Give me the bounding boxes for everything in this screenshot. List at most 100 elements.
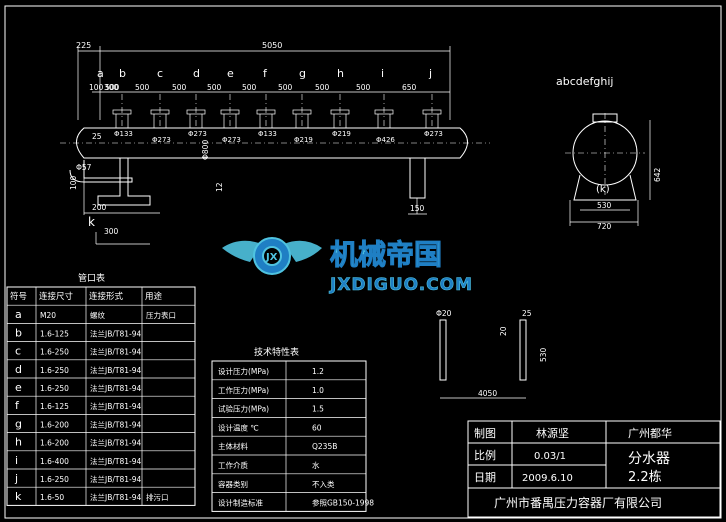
nozzle-diameter: Φ133 xyxy=(114,130,133,138)
nozzle-flange xyxy=(150,109,170,115)
nozzle-pitch: 500 xyxy=(356,83,371,92)
table-cell: 法兰JB/T81-94 xyxy=(90,365,141,375)
table-cell: 排污口 xyxy=(146,492,169,502)
table-cell: 1.6-250 xyxy=(40,348,69,357)
table-cell: 法兰JB/T81-94 xyxy=(90,401,141,411)
spec-value: Q235B xyxy=(312,442,337,451)
dim-total-length: 5050 xyxy=(262,41,282,50)
table-cell: 1.6-250 xyxy=(40,384,69,393)
nozzle-flange xyxy=(330,109,350,115)
nozzle-pipe xyxy=(189,114,203,128)
table-cell: 法兰JB/T81-94 xyxy=(90,328,141,338)
dim-25s: 25 xyxy=(522,309,532,318)
nozzle-pipe xyxy=(425,114,439,128)
tb-date: 2009.6.10 xyxy=(522,473,573,484)
table-header: 符号 xyxy=(10,291,27,302)
spec-table: 技术特性表 设计压力(MPa)1.2工作压力(MPa)1.0试验压力(MPa)1… xyxy=(211,346,374,512)
spec-label: 设计压力(MPa) xyxy=(218,366,269,376)
dim-first-pitch-b: 300 xyxy=(104,83,119,92)
tb-scale-label: 比例 xyxy=(474,448,496,462)
nozzle-pitch: 650 xyxy=(402,83,417,92)
dim-first-pitch: 100 xyxy=(89,83,104,92)
nozzle-pitch: 500 xyxy=(135,83,150,92)
tb-client: 广州都华 xyxy=(628,426,672,440)
table-cell: 法兰JB/T81-94 xyxy=(90,383,141,393)
tb-product: 分水器 xyxy=(628,451,670,467)
nozzle-pitch: 500 xyxy=(315,83,330,92)
table-cell: 1.6-250 xyxy=(40,366,69,375)
end-view: abcdefghij (k) 530 720 642 xyxy=(556,75,662,231)
table-header: 连接尺寸 xyxy=(39,291,74,302)
spec-label: 设计温度 ℃ xyxy=(218,422,259,432)
nozzle-diameter: Φ273 xyxy=(152,136,171,144)
table-cell: d xyxy=(15,363,22,376)
dim-200: 200 xyxy=(92,203,107,212)
nozzle-diameter: Φ273 xyxy=(188,130,207,138)
nozzle-diameter: Φ426 xyxy=(376,136,395,144)
spec-label: 工作压力(MPa) xyxy=(218,385,269,395)
spec-value: 1.0 xyxy=(312,386,324,395)
table-cell: e xyxy=(15,381,22,394)
dim-300: 300 xyxy=(104,227,119,236)
dim-530s: 530 xyxy=(539,347,548,362)
spec-label: 主体材料 xyxy=(218,441,248,451)
nozzle-flange xyxy=(422,109,442,115)
nozzle-pitch: 500 xyxy=(105,83,120,92)
table-cell: 1.6-125 xyxy=(40,329,69,338)
nozzle-pipe xyxy=(295,114,309,128)
table-cell: 法兰JB/T81-94 xyxy=(90,474,141,484)
nozzle-pipe xyxy=(377,114,391,128)
table-cell: 1.6-200 xyxy=(40,439,69,448)
table-cell: 法兰JB/T81-94 xyxy=(90,419,141,429)
svg-text:JX: JX xyxy=(265,252,278,263)
table-cell: j xyxy=(14,472,18,485)
nozzle-pitch: 500 xyxy=(278,83,293,92)
table-header: 连接形式 xyxy=(89,291,124,302)
nozzle-pipe xyxy=(223,114,237,128)
dim-100: 100 xyxy=(69,175,78,190)
nozzle-pitch: 500 xyxy=(207,83,222,92)
table-cell: k xyxy=(15,490,22,503)
nozzle-letter: c xyxy=(157,67,163,80)
spec-value: 1.2 xyxy=(312,367,324,376)
nozzle-letter: d xyxy=(193,67,200,80)
spec-value: 水 xyxy=(312,460,320,470)
drawing-frame xyxy=(4,5,722,519)
spec-table-title: 技术特性表 xyxy=(254,346,299,358)
nozzle-pipe xyxy=(259,114,273,128)
spec-value: 参照GB150-1998 xyxy=(312,498,374,508)
nozzle-diameter: Φ219 xyxy=(332,130,351,138)
table-cell: 螺纹 xyxy=(90,310,105,320)
nozzle-pitch: 500 xyxy=(242,83,257,92)
spec-value: 60 xyxy=(312,423,322,432)
table-cell: 1.6-400 xyxy=(40,457,69,466)
nozzle-letter: h xyxy=(337,67,344,80)
nozzle-letter: a xyxy=(97,67,104,80)
tb-scale: 0.03/1 xyxy=(534,451,566,462)
table-cell: f xyxy=(15,399,20,412)
label-k: k xyxy=(88,215,95,229)
nozzle-pipe xyxy=(333,114,347,128)
table-cell: 1.6-50 xyxy=(40,493,64,502)
nozzle-pipe xyxy=(115,114,129,128)
nozzle-flange xyxy=(292,109,312,115)
support-detail: Φ20 25 20 530 4050 xyxy=(436,309,548,399)
dim-phi20: Φ20 xyxy=(436,309,452,318)
tb-building: 2.2栋 xyxy=(628,469,662,485)
nozzle-letter: f xyxy=(263,67,268,80)
dim-530: 530 xyxy=(597,201,612,210)
nozzle-flange xyxy=(186,109,206,115)
end-view-letters: abcdefghij xyxy=(556,75,613,88)
dim-150: 150 xyxy=(410,204,425,213)
table-cell: g xyxy=(15,417,22,430)
end-view-k: (k) xyxy=(596,184,610,195)
dim-800: Φ800 xyxy=(201,140,210,160)
dim-20: 20 xyxy=(499,326,508,336)
dim-12: 12 xyxy=(215,182,224,192)
dim-642: 642 xyxy=(653,167,662,182)
spec-label: 设计制造标准 xyxy=(218,498,263,508)
table-cell: 1.6-250 xyxy=(40,475,69,484)
tb-draw-label: 制图 xyxy=(474,427,496,440)
